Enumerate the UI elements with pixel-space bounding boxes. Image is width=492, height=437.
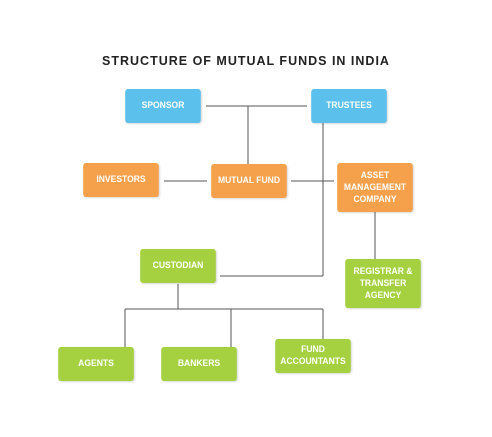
sponsor-label: SPONSOR (141, 100, 185, 111)
investors-label: INVESTORS (96, 174, 146, 185)
fund-accountants-box: FUND ACCOUNTANTS (275, 339, 351, 373)
registrar-label-line2: TRANSFER AGENCY (359, 277, 407, 301)
fund-accountants-label: FUND ACCOUNTANTS (280, 344, 346, 367)
custodian-label: CUSTODIAN (152, 260, 204, 271)
trustees-box: TRUSTEES (311, 89, 387, 123)
registrar-label-line1: REGISTRAR & (353, 265, 413, 277)
mutual-fund-label: MUTUAL FUND (217, 175, 281, 186)
amc-label-line2: COMPANY (353, 193, 397, 205)
trustees-label: TRUSTEES (326, 100, 372, 111)
bankers-label: BANKERS (177, 358, 221, 369)
amc-label-line1: ASSET MANAGEMENT (343, 169, 407, 193)
bankers-box: BANKERS (161, 347, 237, 381)
amc-box: ASSET MANAGEMENT COMPANY (337, 163, 413, 212)
registrar-box: REGISTRAR & TRANSFER AGENCY (345, 259, 421, 308)
custodian-box: CUSTODIAN (140, 249, 216, 283)
sponsor-box: SPONSOR (125, 89, 201, 123)
agents-label: AGENTS (78, 358, 114, 369)
investors-box: INVESTORS (83, 163, 159, 197)
agents-box: AGENTS (58, 347, 134, 381)
diagram-title: STRUCTURE OF MUTUAL FUNDS IN INDIA (102, 54, 390, 68)
mutual-fund-box: MUTUAL FUND (211, 164, 287, 198)
